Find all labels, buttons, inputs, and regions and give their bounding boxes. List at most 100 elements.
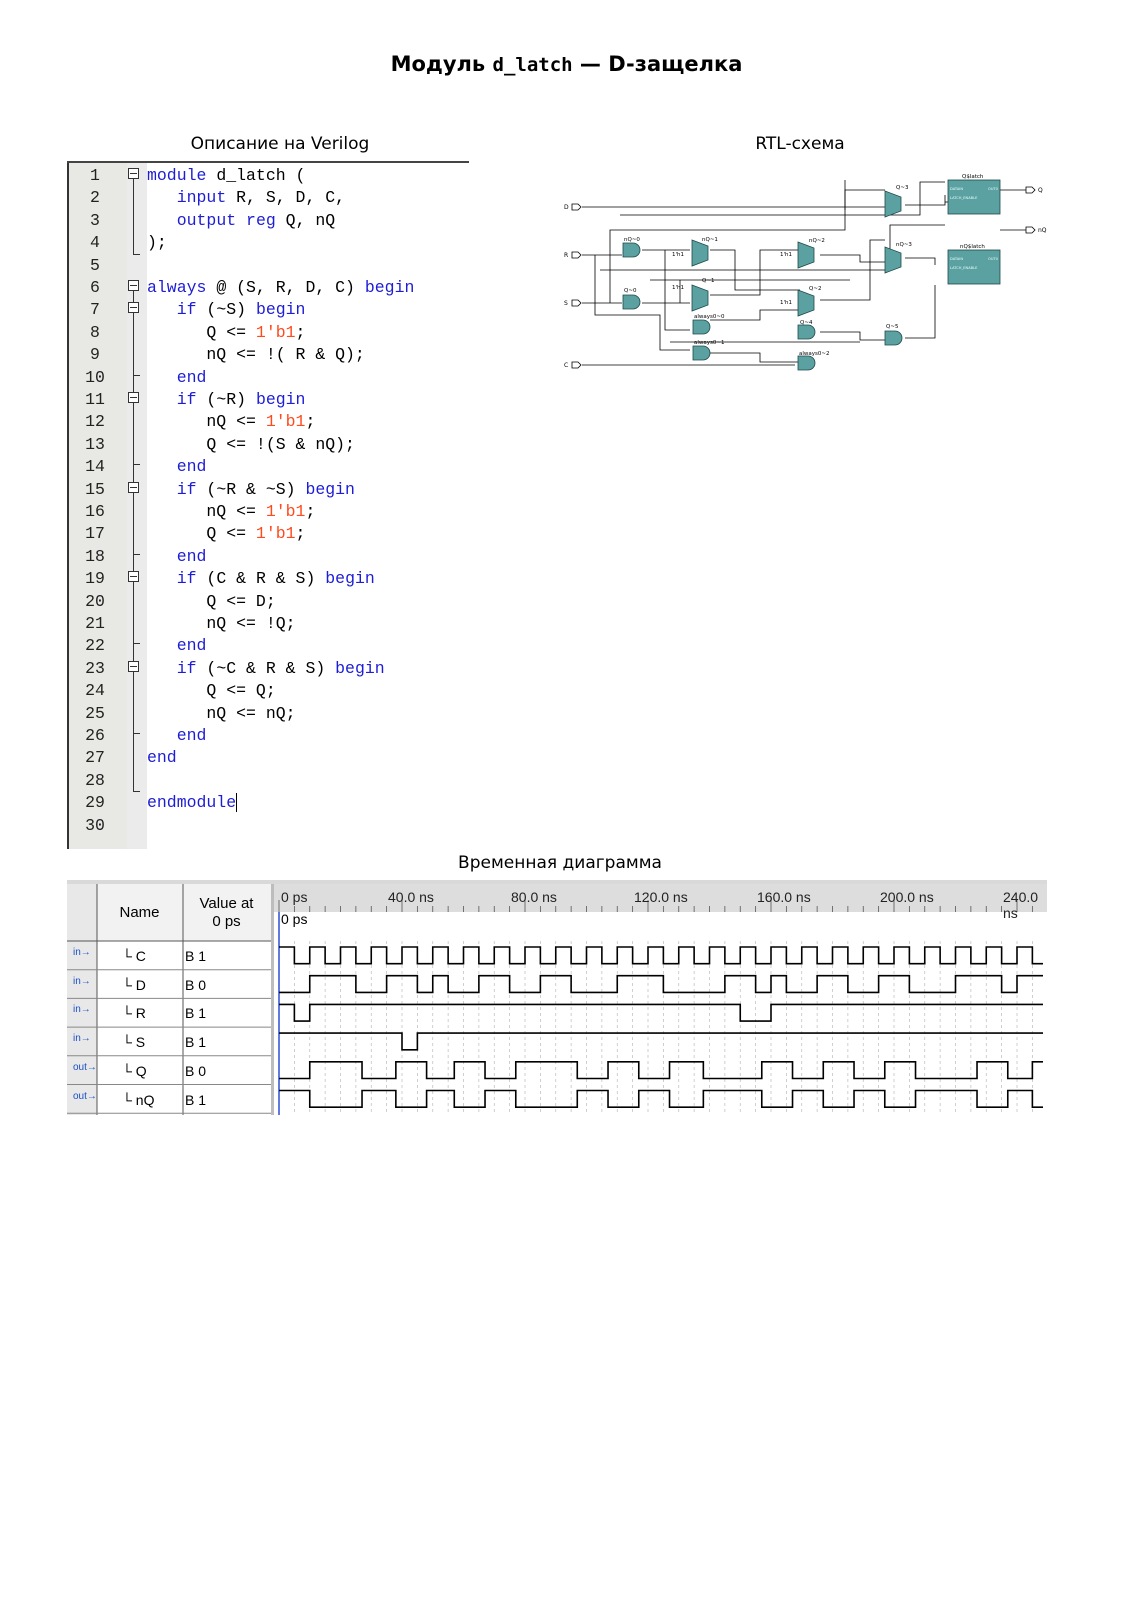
label-Q3: Q~3 xyxy=(896,185,909,191)
code-line[interactable]: 18 end xyxy=(67,545,469,568)
fold-toggle-icon[interactable] xyxy=(128,660,139,672)
code-line[interactable]: 7 if (~S) begin xyxy=(67,298,469,321)
input-pin-icon: in→ xyxy=(73,1033,91,1045)
waveform-grid xyxy=(67,880,1047,1115)
signal-name[interactable]: └ S xyxy=(122,1034,146,1051)
code-line[interactable]: 5 xyxy=(67,254,469,277)
header-value-line2: 0 ps xyxy=(212,913,241,930)
rtl-input-D: D xyxy=(564,204,569,211)
line-number: 16 xyxy=(85,502,105,521)
code-line[interactable]: 15 if (~R & ~S) begin xyxy=(67,478,469,501)
gate-Q0 xyxy=(622,294,641,310)
column-header-name[interactable]: Name xyxy=(119,904,160,921)
code-line[interactable]: 12 nQ <= 1'b1; xyxy=(67,410,469,433)
line-text: if (~C & R & S) begin xyxy=(176,658,385,678)
fold-column xyxy=(127,163,147,849)
code-line[interactable]: 20 Q <= D; xyxy=(67,590,469,613)
signal-name[interactable]: └ D xyxy=(122,976,146,993)
line-number: 2 xyxy=(90,188,100,208)
signal-value: B 1 xyxy=(185,948,207,964)
fold-toggle-icon[interactable] xyxy=(128,571,139,583)
code-line[interactable]: 23 if (~C & R & S) begin xyxy=(67,657,469,680)
splitter xyxy=(271,884,274,1115)
code-line[interactable]: 22 end xyxy=(67,634,469,657)
code-line[interactable]: 28 xyxy=(67,769,469,792)
code-line[interactable]: 8 Q <= 1'b1; xyxy=(67,321,469,344)
code-line[interactable]: 24 Q <= Q; xyxy=(67,679,469,702)
line-text: output reg Q, nQ xyxy=(176,210,336,230)
code-line[interactable]: 19 if (C & R & S) begin xyxy=(67,567,469,590)
code-line[interactable]: 4); xyxy=(67,231,469,254)
signal-name[interactable]: └ nQ xyxy=(122,1091,155,1108)
mux-Q1 xyxy=(691,284,709,312)
line-number: 15 xyxy=(85,479,105,499)
fold-toggle-icon[interactable] xyxy=(128,392,139,403)
input-pin-icon: in→ xyxy=(73,947,91,958)
title-module-name: d_latch xyxy=(492,54,573,76)
signal-name[interactable]: └ C xyxy=(122,948,146,964)
code-line[interactable]: 3 output reg Q, nQ xyxy=(67,209,469,232)
line-text: end xyxy=(147,748,177,768)
code-line[interactable]: 16 nQ <= 1'b1; xyxy=(67,500,469,523)
line-number: 13 xyxy=(85,434,105,454)
page-title: Модуль d_latch — D-защелка xyxy=(0,52,1133,76)
fold-toggle-icon[interactable] xyxy=(128,481,139,493)
line-text: endmodule xyxy=(147,793,238,813)
label-always0-1: always0~1 xyxy=(694,340,725,346)
mux-nQ3 xyxy=(884,246,902,274)
fold-toggle-icon[interactable] xyxy=(128,280,139,291)
fold-toggle-icon[interactable] xyxy=(128,302,139,314)
output-pin-icon: out→ xyxy=(73,1090,97,1102)
column-header-value[interactable]: Value at 0 ps xyxy=(184,895,269,931)
line-number: 3 xyxy=(90,210,100,230)
title-suffix: — D-защелка xyxy=(572,52,743,76)
code-line[interactable]: 10 end xyxy=(67,366,469,389)
code-line[interactable]: 26 end xyxy=(67,724,469,747)
code-line[interactable]: 30 xyxy=(67,814,469,837)
time-tick-label: 200.0 ns xyxy=(880,889,934,905)
rtl-input-R: R xyxy=(564,252,568,259)
line-text: nQ <= !( R & Q); xyxy=(147,345,365,365)
line-number: 21 xyxy=(85,614,105,633)
fold-guide xyxy=(133,179,134,254)
code-line[interactable]: 14 end xyxy=(67,455,469,478)
line-text: Q <= !(S & nQ); xyxy=(147,434,355,454)
code-line[interactable]: 21 nQ <= !Q; xyxy=(67,612,469,635)
line-text: end xyxy=(176,546,207,566)
signal-name[interactable]: └ Q xyxy=(122,1062,147,1079)
code-line[interactable]: 11 if (~R) begin xyxy=(67,388,469,411)
line-number: 26 xyxy=(85,726,105,745)
const-1: 1'h1 xyxy=(672,252,684,258)
header-value-line1: Value at xyxy=(199,895,254,912)
signal-value: B 1 xyxy=(185,1034,207,1051)
code-line[interactable]: 2 input R, S, D, C, xyxy=(67,186,469,209)
gate-always0-0 xyxy=(692,319,711,335)
code-line[interactable]: 13 Q <= !(S & nQ); xyxy=(67,433,469,456)
line-number: 28 xyxy=(85,770,105,790)
line-text: Q <= 1'b1; xyxy=(147,322,306,342)
code-line[interactable]: 17 Q <= 1'b1; xyxy=(67,522,469,545)
label-nQ0: nQ~0 xyxy=(624,237,640,243)
line-text: end xyxy=(176,726,207,745)
signal-name[interactable]: └ R xyxy=(122,1005,146,1022)
fold-toggle-icon[interactable] xyxy=(128,168,139,179)
latch-q-out: OUT0 xyxy=(988,187,999,191)
code-line[interactable]: 9 nQ <= !( R & Q); xyxy=(67,343,469,366)
signal-value: B 0 xyxy=(185,1062,207,1079)
line-text: Q <= Q; xyxy=(147,681,276,701)
label-nQ3: nQ~3 xyxy=(896,242,912,248)
latch-nq-enable: LATCH_ENABLE xyxy=(950,266,978,270)
line-text: nQ <= 1'b1; xyxy=(147,502,316,521)
wave-R xyxy=(279,1003,1043,1022)
line-text: nQ <= nQ; xyxy=(147,703,296,723)
code-line[interactable]: 25 nQ <= nQ; xyxy=(67,702,469,725)
rtl-caption: RTL-схема xyxy=(755,134,845,154)
time-tick-label: 120.0 ns xyxy=(634,889,688,905)
rtl-input-C: C xyxy=(564,362,568,369)
